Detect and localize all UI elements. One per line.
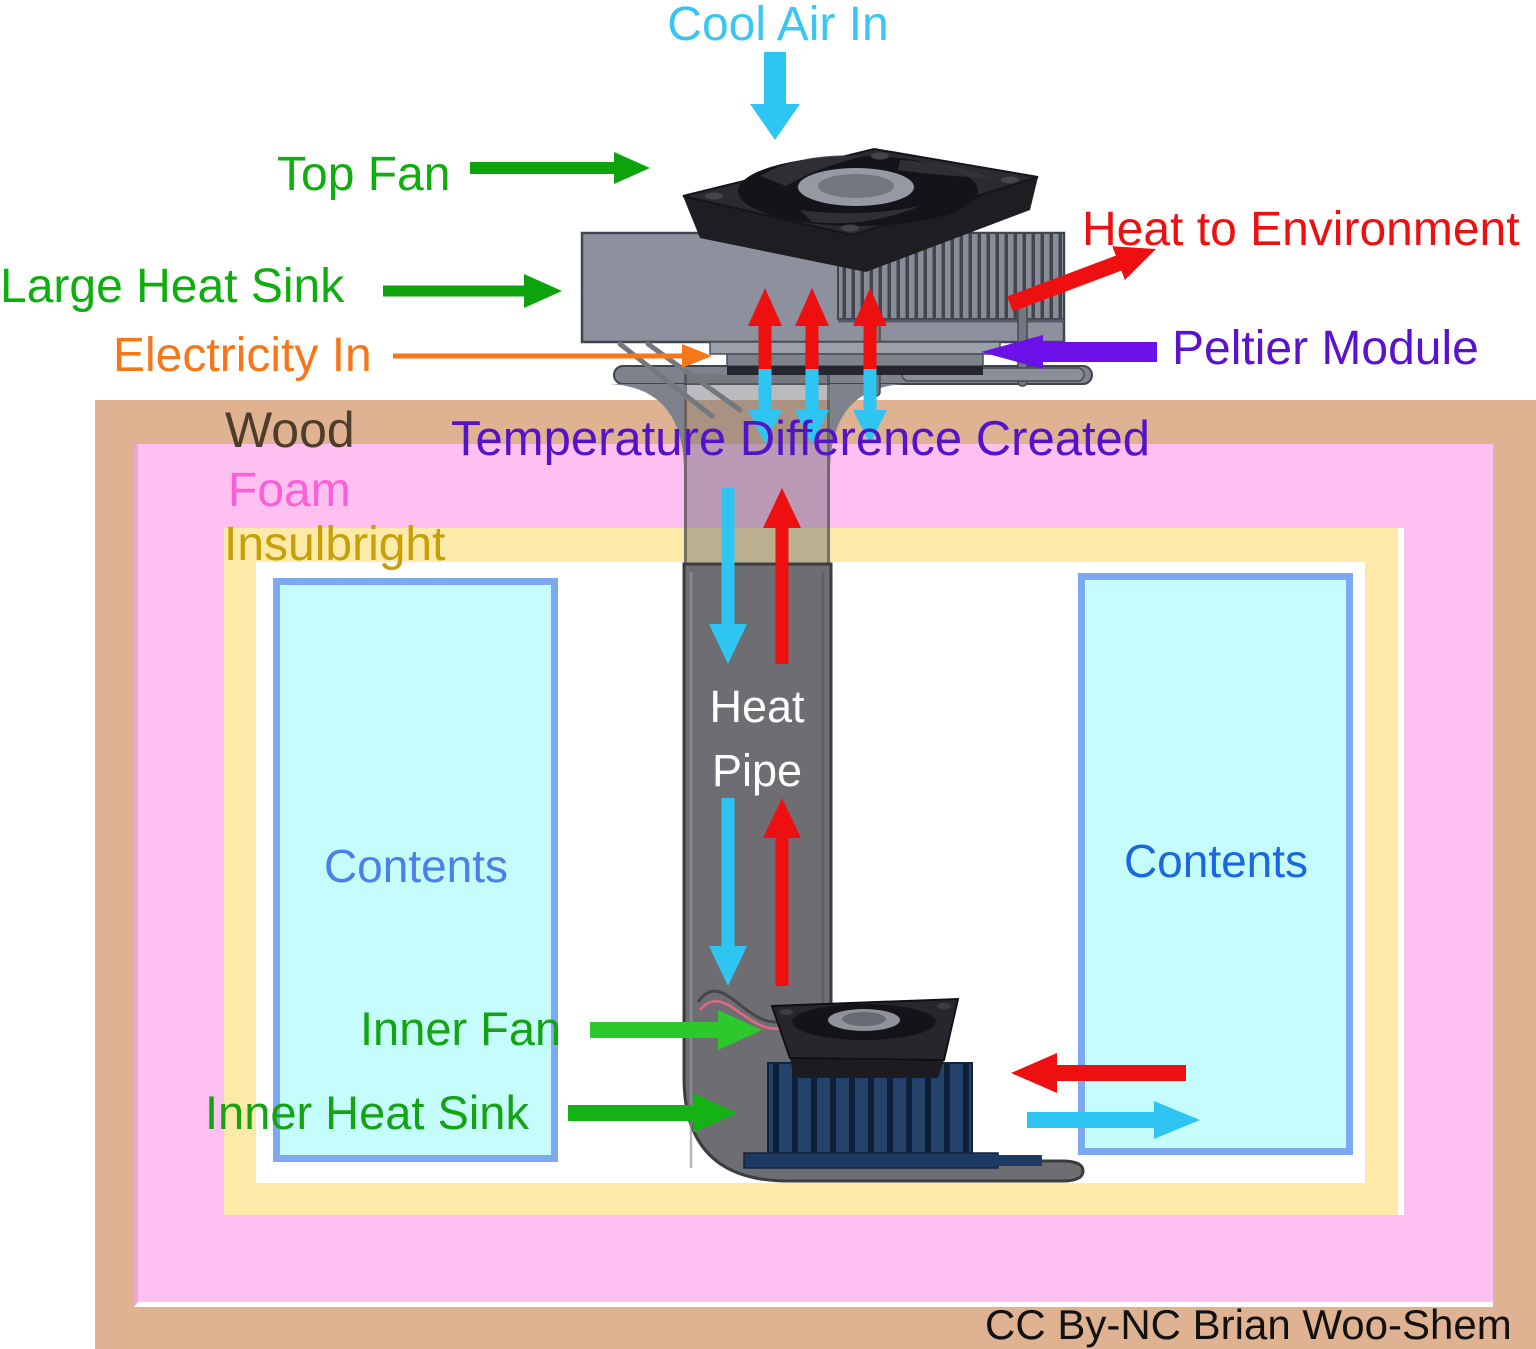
contents-right-label: Contents — [1123, 835, 1309, 887]
electricity-pointer-arrow — [393, 344, 712, 368]
pipe-right-flare — [830, 384, 904, 472]
inner-heat-sink-base — [743, 1152, 999, 1169]
contents-hot-left-arrow — [1011, 1053, 1186, 1093]
foam-label: Foam — [228, 464, 351, 517]
temperature-difference-label: Temperature Difference Created — [451, 412, 1151, 466]
screw-hole — [1001, 176, 1019, 184]
large-heat-sink-label: Large Heat Sink — [0, 260, 345, 313]
top-fan-skirt — [683, 177, 1038, 272]
cold-down-arrow — [748, 369, 782, 444]
pipe-left-flare — [610, 384, 684, 472]
contents-box-right — [1078, 573, 1353, 1155]
top-fan-blade — [760, 155, 865, 186]
top-fan-blade — [800, 206, 920, 224]
inner-heat-sink-fins — [767, 1062, 973, 1156]
large-heat-sink-pointer-arrow — [383, 274, 562, 308]
screw-hole — [705, 192, 723, 200]
pipe-hot-up-arrow — [763, 798, 801, 986]
heat-to-environment-label: Heat to Environment — [1082, 203, 1520, 256]
hot-up-arrow — [795, 288, 829, 369]
screw-hole — [841, 224, 859, 232]
peltier-module-label: Peltier Module — [1172, 322, 1479, 375]
cool-air-down-arrow — [750, 52, 800, 140]
pipe-hot-up-arrow — [763, 488, 801, 664]
top-fan — [682, 147, 1039, 272]
heat-pipe-label-line2: Pipe — [711, 745, 803, 796]
contents-cold-right-arrow — [1027, 1101, 1200, 1139]
top-fan-blade — [898, 160, 990, 178]
contents-box-left — [273, 578, 558, 1162]
screw-hole — [871, 152, 889, 160]
hot-up-arrow — [748, 288, 782, 369]
heat-to-environment-arrow — [1007, 246, 1156, 312]
heat-pipe-label-line1: Heat — [709, 681, 805, 732]
peltier-cold-plate — [727, 366, 983, 375]
insulbright-label: Insulbright — [224, 518, 446, 571]
peltier-pointer-arrow — [981, 335, 1157, 369]
top-fan-label: Top Fan — [277, 148, 451, 201]
screw-hole — [937, 1003, 951, 1009]
top-fan-pointer-arrow — [470, 152, 650, 184]
cold-down-arrow — [795, 369, 829, 444]
inner-heat-sink-base-ext — [996, 1155, 1042, 1166]
top-fan-hub-center — [818, 174, 894, 198]
contents-left-label: Contents — [323, 840, 509, 892]
inner-fan-label: Inner Fan — [360, 1002, 562, 1055]
pipe-cold-down-arrow — [709, 488, 747, 664]
credit-label: CC By-NC Brian Woo-Shem — [985, 1301, 1512, 1348]
inner-heat-sink-pointer-arrow — [568, 1093, 737, 1133]
wood-label: Wood — [225, 402, 355, 458]
cool-air-in-label: Cool Air In — [667, 0, 889, 51]
inner-fan-hub-center — [842, 1012, 886, 1026]
cold-down-arrow — [853, 369, 887, 444]
electricity-in-label: Electricity In — [113, 329, 372, 382]
screw-hole — [779, 1009, 793, 1015]
inner-fan-pointer-arrow — [590, 1010, 762, 1050]
inner-heat-sink-label: Inner Heat Sink — [205, 1086, 529, 1139]
inner-fan — [770, 997, 960, 1078]
peltier-top-spreader — [709, 341, 1001, 355]
hot-up-arrow — [853, 288, 887, 369]
pipe-cold-down-arrow — [709, 798, 747, 986]
